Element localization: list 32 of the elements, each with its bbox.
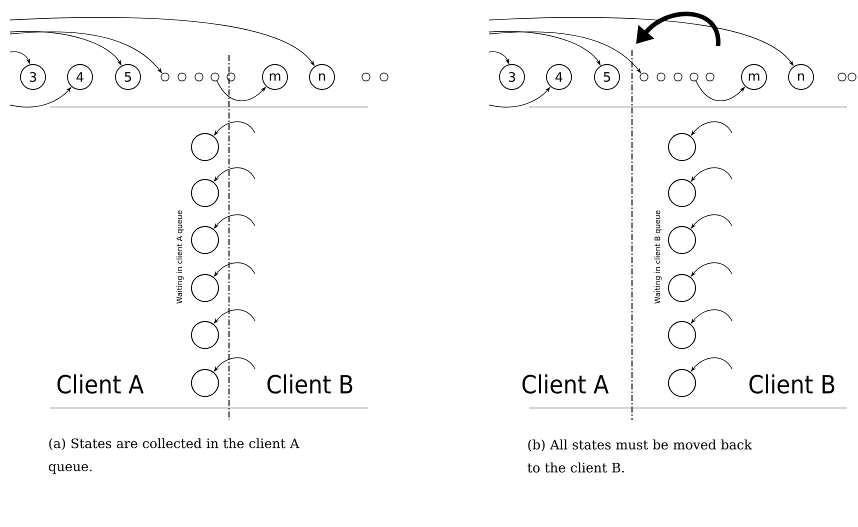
- state-circle: [191, 369, 219, 397]
- state-circle: [690, 72, 698, 82]
- state-circle: [706, 72, 714, 82]
- client-label: Client A: [522, 374, 609, 394]
- state-circle: [226, 72, 236, 82]
- state-circle: [674, 72, 682, 82]
- state-circle: [656, 72, 666, 82]
- state-circle: [210, 72, 220, 82]
- state-circle: [668, 274, 696, 302]
- client-label: Client A: [57, 374, 144, 394]
- state-circle: [194, 72, 204, 82]
- state-circle: [668, 133, 696, 161]
- state-circle: [191, 274, 219, 302]
- state-circle: [668, 226, 696, 254]
- subfigure-caption: (a) States are collected in the client A queue.: [48, 438, 300, 474]
- state-circle: [160, 72, 170, 82]
- state-circle: [191, 179, 219, 207]
- state-circle: [362, 72, 370, 82]
- state-circle: [640, 72, 648, 82]
- state-circle: [178, 72, 186, 82]
- state-circle: [668, 369, 696, 397]
- state-circle: [380, 72, 388, 82]
- client-label: Client B: [749, 374, 834, 394]
- client-label: Client B: [267, 374, 352, 394]
- state-circle: [191, 321, 219, 349]
- subfigure-caption: (b) All states must be moved back to the client B.: [528, 439, 752, 473]
- state-circle: [848, 72, 856, 82]
- state-circle: [191, 226, 219, 254]
- state-circle: [838, 72, 846, 82]
- state-circle: [668, 321, 696, 349]
- state-circle: [668, 179, 696, 207]
- state-circle: [191, 133, 219, 161]
